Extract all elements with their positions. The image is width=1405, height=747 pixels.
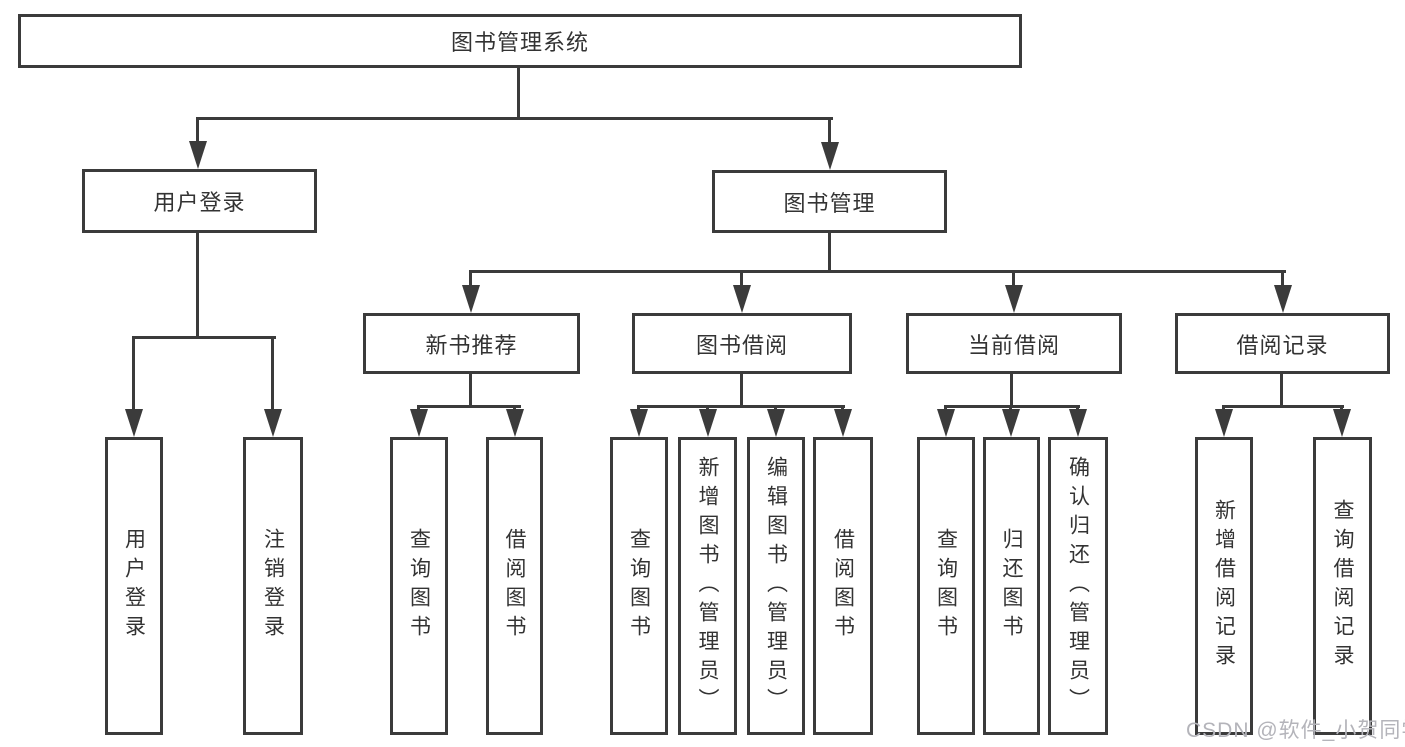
arrow-down-icon bbox=[699, 409, 717, 437]
node-book-management: 图书管理 bbox=[712, 170, 947, 233]
arrow-down-icon bbox=[1002, 409, 1020, 437]
leaf-query-borrow-record: 查询借阅记录 bbox=[1313, 437, 1372, 735]
connector-borrowing-stem bbox=[740, 373, 743, 407]
arrow-down-icon bbox=[821, 142, 839, 170]
connector-user-login-stem bbox=[196, 232, 199, 338]
connector-to-user-login bbox=[196, 117, 199, 143]
arrow-down-icon bbox=[1274, 285, 1292, 313]
node-new-book-recommend: 新书推荐 bbox=[363, 313, 580, 374]
arrow-down-icon bbox=[506, 409, 524, 437]
arrow-down-icon bbox=[189, 141, 207, 169]
arrow-down-icon bbox=[125, 409, 143, 437]
leaf-query-books-borrowing-label: 查询图书 bbox=[627, 528, 651, 644]
connector-borrowing-splitter bbox=[637, 405, 845, 408]
node-book-borrowing: 图书借阅 bbox=[632, 313, 852, 374]
leaf-query-books-recommend-label: 查询图书 bbox=[407, 528, 431, 644]
connector-records-splitter bbox=[1222, 405, 1344, 408]
leaf-edit-book-admin: 编辑图书（管理员） bbox=[747, 437, 805, 735]
connector-current-stem bbox=[1010, 373, 1013, 407]
node-borrow-records: 借阅记录 bbox=[1175, 313, 1390, 374]
arrow-down-icon bbox=[1005, 285, 1023, 313]
connector-user-login-splitter bbox=[132, 336, 276, 339]
leaf-borrow-books-borrowing-label: 借阅图书 bbox=[831, 528, 855, 644]
leaf-confirm-return-admin-label: 确认归还（管理员） bbox=[1066, 455, 1090, 717]
leaf-edit-book-admin-label: 编辑图书（管理员） bbox=[764, 455, 788, 717]
connector-to-current-borrowing bbox=[1012, 270, 1015, 287]
connector-book-management-stem bbox=[828, 232, 831, 273]
leaf-query-books-current-label: 查询图书 bbox=[934, 528, 958, 644]
connector-to-leaf bbox=[271, 336, 274, 411]
connector-recommend-stem bbox=[469, 373, 472, 407]
leaf-return-book: 归还图书 bbox=[983, 437, 1040, 735]
csdn-watermark: CSDN @软件_小贺同学 bbox=[1186, 719, 1405, 742]
arrow-down-icon bbox=[733, 285, 751, 313]
arrow-down-icon bbox=[1069, 409, 1087, 437]
node-current-borrowing: 当前借阅 bbox=[906, 313, 1122, 374]
node-user-login: 用户登录 bbox=[82, 169, 317, 233]
connector-current-splitter bbox=[944, 405, 1080, 408]
node-root: 图书管理系统 bbox=[18, 14, 1022, 68]
leaf-user-login: 用户登录 bbox=[105, 437, 163, 735]
connector-level1-splitter bbox=[196, 117, 833, 120]
leaf-logout-label: 注销登录 bbox=[261, 528, 285, 644]
arrow-down-icon bbox=[834, 409, 852, 437]
connector-to-borrow-records bbox=[1281, 270, 1284, 287]
leaf-return-book-label: 归还图书 bbox=[1000, 528, 1023, 644]
connector-root-stem bbox=[517, 67, 520, 119]
arrow-down-icon bbox=[1215, 409, 1233, 437]
leaf-confirm-return-admin: 确认归还（管理员） bbox=[1048, 437, 1108, 735]
leaf-add-book-admin-label: 新增图书（管理员） bbox=[696, 455, 719, 717]
connector-to-leaf bbox=[132, 336, 135, 411]
arrow-down-icon bbox=[630, 409, 648, 437]
leaf-borrow-books-recommend: 借阅图书 bbox=[486, 437, 543, 735]
leaf-query-borrow-record-label: 查询借阅记录 bbox=[1331, 499, 1354, 673]
connector-level2-splitter bbox=[469, 270, 1286, 273]
arrow-down-icon bbox=[410, 409, 428, 437]
leaf-borrow-books-recommend-label: 借阅图书 bbox=[503, 528, 526, 644]
connector-to-new-book-recommend bbox=[469, 270, 472, 287]
arrow-down-icon bbox=[462, 285, 480, 313]
arrow-down-icon bbox=[264, 409, 282, 437]
leaf-add-borrow-record-label: 新增借阅记录 bbox=[1212, 499, 1236, 673]
leaf-add-book-admin: 新增图书（管理员） bbox=[678, 437, 737, 735]
connector-records-stem bbox=[1280, 373, 1283, 407]
leaf-user-login-label: 用户登录 bbox=[122, 528, 146, 644]
leaf-query-books-current: 查询图书 bbox=[917, 437, 975, 735]
leaf-add-borrow-record: 新增借阅记录 bbox=[1195, 437, 1253, 735]
connector-recommend-splitter bbox=[417, 405, 521, 408]
leaf-query-books-recommend: 查询图书 bbox=[390, 437, 448, 735]
arrow-down-icon bbox=[1333, 409, 1351, 437]
arrow-down-icon bbox=[937, 409, 955, 437]
arrow-down-icon bbox=[767, 409, 785, 437]
leaf-borrow-books-borrowing: 借阅图书 bbox=[813, 437, 873, 735]
connector-to-book-management bbox=[828, 117, 831, 144]
connector-to-book-borrowing bbox=[740, 270, 743, 287]
leaf-query-books-borrowing: 查询图书 bbox=[610, 437, 668, 735]
leaf-logout: 注销登录 bbox=[243, 437, 303, 735]
